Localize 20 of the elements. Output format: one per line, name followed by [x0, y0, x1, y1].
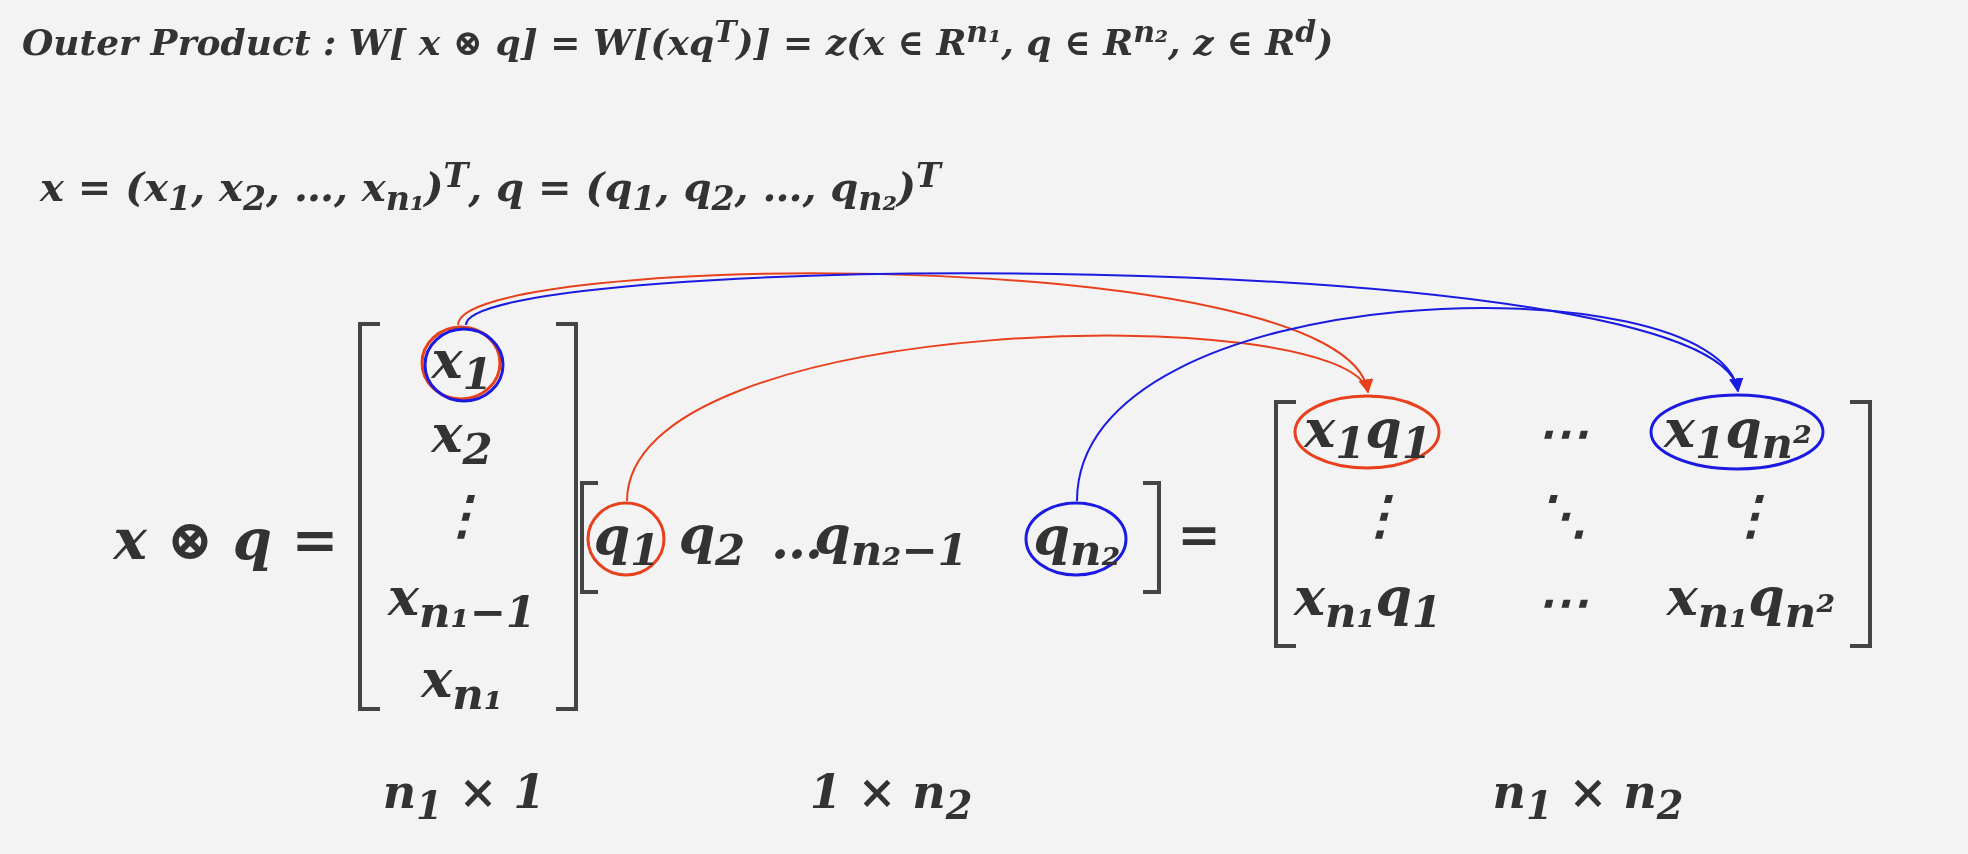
equals-sign: =: [1177, 506, 1221, 564]
dimension-label: n$_{1}$ × 1: [382, 767, 546, 827]
dimension-label: 1 × n$_{2}$: [809, 767, 973, 827]
ellipsis: ⋮: [1354, 486, 1406, 544]
formula: x = (x$_{1}$, x$_{2}$, …, x$_{n₁}$)$^{T}$, q = (q$_{1}$, q$_{2}$, …, q$_{n₂}$)$^{T}$: [40, 158, 941, 218]
matrix-entry: x$_{n₁}$q$_{n²}$: [1666, 568, 1836, 636]
ellipsis: ⋮: [1725, 486, 1777, 544]
circled-term: q$_{1}$: [586, 501, 668, 579]
formula: x ⊗ q =: [113, 509, 339, 571]
ellipsis: ⋯: [1536, 573, 1588, 631]
matrix-entry: x$_{2}$: [431, 405, 493, 473]
matrix-entry: x$_{n₁}$: [421, 650, 503, 718]
title-formula: Outer Product : W[ x ⊗ q] = W[(xq$^{T}$)] = z(x ∈ R$^{n₁}$, q ∈ R$^{n₂}$, z ∈ R$^{d}$): [22, 14, 1334, 63]
ellipsis: ⋱: [1536, 486, 1588, 544]
circled-term: q$_{n₂}$: [1024, 501, 1130, 579]
ellipsis: ⋮: [436, 486, 488, 544]
matrix-entry: x$_{n₁−1}$: [388, 568, 536, 636]
matrix-entry: x$_{n₁}$q$_{1}$: [1294, 568, 1442, 636]
dimension-label: n$_{1}$ × n$_{2}$: [1492, 767, 1684, 827]
matrix-entry: q$_{2}$: [678, 506, 746, 574]
